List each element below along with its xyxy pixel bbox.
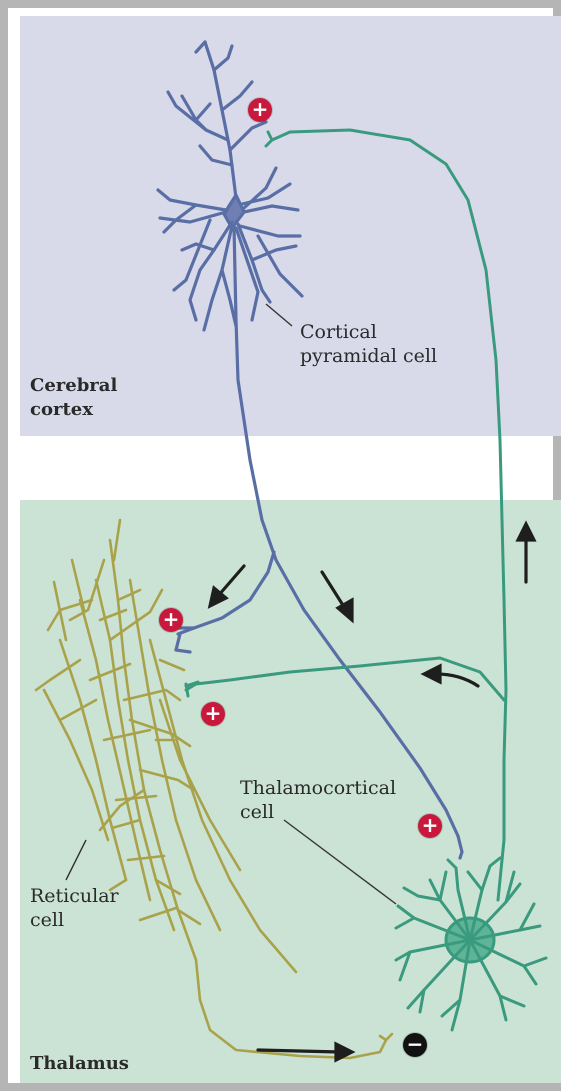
excitatory-sign-thalamocortical: + [418, 814, 442, 838]
inhibitory-sign: − [403, 1033, 427, 1057]
label-reticular-line2: cell [30, 908, 119, 932]
label-thalamocortical-line1: Thalamocortical [240, 776, 396, 800]
label-reticular-line1: Reticular [30, 884, 119, 908]
cortex-region [20, 16, 561, 436]
label-cerebral-cortex-line1: Cerebral [30, 374, 117, 398]
label-pyramidal-line1: Cortical [300, 320, 437, 344]
label-thalamocortical-cell: Thalamocortical cell [240, 776, 396, 824]
label-thalamus: Thalamus [30, 1052, 129, 1076]
label-cerebral-cortex: Cerebral cortex [30, 374, 117, 422]
label-pyramidal-line2: pyramidal cell [300, 344, 437, 368]
label-thalamus-text: Thalamus [30, 1052, 129, 1076]
label-cerebral-cortex-line2: cortex [30, 398, 117, 422]
label-reticular-cell: Reticular cell [30, 884, 119, 932]
label-pyramidal-cell: Cortical pyramidal cell [300, 320, 437, 368]
excitatory-sign-reticular-top: + [159, 608, 183, 632]
excitatory-sign-cortex: + [248, 98, 272, 122]
excitatory-sign-reticular-bottom: + [201, 702, 225, 726]
label-thalamocortical-line2: cell [240, 800, 396, 824]
